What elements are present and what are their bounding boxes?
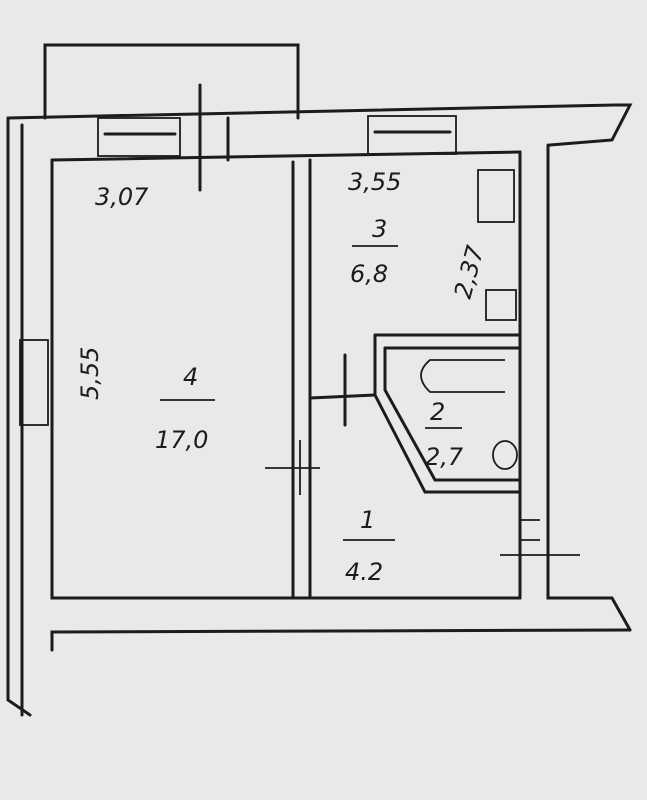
room-1-area: 4.2	[345, 558, 383, 586]
right-outer-wall	[546, 143, 632, 632]
stove-icon	[477, 169, 515, 223]
room-4-length: 5,55	[76, 347, 104, 400]
room-1-number: 1	[360, 506, 375, 534]
bathroom-top-wall	[373, 333, 522, 350]
balcony	[43, 43, 300, 120]
room-2-number: 2	[430, 398, 445, 426]
partition-wall	[291, 158, 312, 600]
room-inner-wall	[50, 158, 522, 600]
door-bathroom	[308, 353, 377, 427]
top-outer-wall	[6, 103, 633, 147]
entrance-door	[500, 519, 580, 556]
bottom-outer-wall	[50, 628, 632, 652]
bathtub-icon	[420, 359, 505, 393]
window-kitchen	[367, 115, 457, 155]
room-3-number: 3	[372, 215, 387, 243]
window-room-4	[97, 117, 181, 157]
room-4-width: 3,07	[95, 183, 149, 211]
bathroom-wall	[373, 333, 522, 494]
door-room-4	[265, 440, 320, 495]
room-4-number: 4	[183, 363, 198, 391]
toilet-icon	[492, 440, 518, 470]
window-left	[19, 339, 49, 426]
room-3-width: 3,55	[348, 168, 401, 196]
room-2-area: 2,7	[425, 443, 464, 471]
room-4-area: 17,0	[155, 426, 208, 454]
room-3-area: 6,8	[350, 260, 388, 288]
sink-icon	[485, 289, 517, 321]
